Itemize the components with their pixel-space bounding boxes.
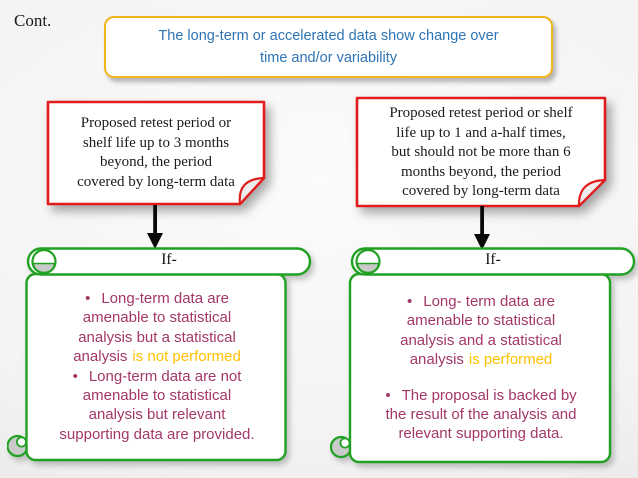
- text-line: months beyond, the period: [401, 163, 561, 180]
- bullet-line: amenable to statistical: [406, 312, 556, 330]
- bullet-line: analysis but relevant: [88, 406, 226, 424]
- bullet-marker: •: [406, 293, 413, 310]
- folded-corner-shape: [355, 96, 607, 208]
- scroll-shape: [6, 247, 312, 462]
- scroll-shape: [329, 247, 636, 464]
- bullet-marker: •: [72, 367, 78, 385]
- bullet-line: •Long-term data are not: [72, 367, 242, 385]
- bullet-marker: •: [385, 386, 391, 404]
- bullet-line: the result of the analysis and: [385, 406, 577, 424]
- scroll-bullet-list: •Long- term data are amenable to statist…: [356, 292, 606, 444]
- scroll-bottom-curl: [6, 434, 29, 458]
- down-arrow-icon: [474, 206, 490, 250]
- bullet-line: analysis and a statistical: [400, 331, 562, 349]
- bullet-line: amenable to statistical: [82, 309, 232, 327]
- scroll-bullet-list: •Long-term data are amenable to statisti…: [32, 289, 282, 444]
- text-line: beyond, the period: [99, 154, 213, 170]
- bullet-marker: •: [85, 290, 91, 307]
- text-line: Proposed retest period or shelf: [389, 105, 573, 121]
- text-line: covered by long-term data: [402, 183, 560, 199]
- bullet-line: relevant supporting data.: [398, 425, 564, 443]
- folded-box-left-text: Proposed retest period or shelf life up …: [46, 114, 266, 192]
- title-line: The long-term or accelerated data show c…: [158, 28, 499, 44]
- highlighted-text: is not performed: [132, 348, 241, 366]
- scroll-band-shape: [26, 247, 312, 276]
- scroll-top-curl: [355, 248, 381, 275]
- text-line: life up to 1 and a-half times,: [396, 124, 566, 141]
- folded-box-right-text: Proposed retest period or shelf life up …: [355, 104, 607, 202]
- folded-corner-flap: [577, 178, 607, 208]
- scroll-band-shape: [350, 247, 636, 276]
- scroll-top-curl: [31, 248, 57, 275]
- scroll-bottom-curl: [329, 435, 353, 459]
- bullet-line: supporting data are provided.: [59, 425, 255, 443]
- text-line: Proposed retest period or: [80, 115, 232, 131]
- scroll-right: If- •Long- term data are amenable to sta…: [329, 246, 638, 466]
- text-line: but should not be more than 6: [391, 144, 571, 160]
- bullet-line: analysis but a statistical: [78, 328, 236, 346]
- folded-corner-flap: [238, 176, 266, 206]
- scroll-left: If- •Long-term data are amenable to stat…: [6, 246, 313, 464]
- scroll-header: If-: [485, 251, 501, 268]
- title-line: time and/or variability: [260, 50, 397, 66]
- bullet-line: •Long- term data are: [406, 293, 555, 310]
- title-box: The long-term or accelerated data show c…: [104, 16, 553, 78]
- highlighted-text: is performed: [468, 351, 553, 369]
- folded-corner-shape: [46, 100, 266, 206]
- text-line: shelf life up to 3 months: [82, 134, 230, 151]
- folded-box-left: Proposed retest period or shelf life up …: [46, 100, 266, 206]
- bullet-line: •Long-term data are: [85, 290, 229, 307]
- folded-box-right: Proposed retest period or shelf life up …: [355, 96, 607, 208]
- bullet-line: •The proposal is backed by: [385, 386, 577, 404]
- down-arrow-icon: [147, 205, 163, 249]
- scroll-header: If-: [161, 251, 177, 268]
- text-line: covered by long-term data: [77, 173, 235, 190]
- continuation-label: Cont.: [14, 11, 52, 30]
- bullet-line: amenable to statistical: [82, 387, 232, 405]
